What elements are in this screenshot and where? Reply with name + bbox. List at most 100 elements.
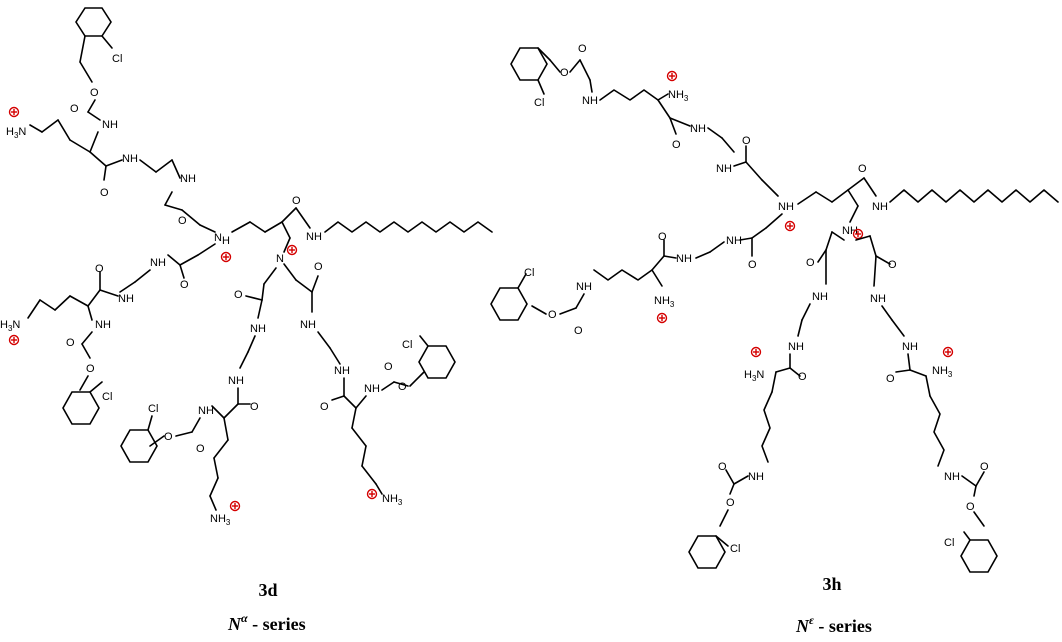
oxygen-atom: O [806, 257, 815, 269]
chlorine-atom: Cl [148, 403, 158, 415]
amine-nh: NH [198, 405, 214, 417]
ammonium-group: NH3 [654, 295, 675, 309]
amine-nh: NH [95, 319, 111, 331]
ammonium-group: NH3 [382, 493, 403, 507]
amide-nh: NH [788, 341, 804, 353]
amide-nh: NH [902, 341, 918, 353]
amide-nh: NH [870, 293, 886, 305]
chlorine-atom: Cl [402, 339, 412, 351]
ammonium-group: H3N [0, 319, 20, 333]
oxygen-atom: O [234, 289, 243, 301]
oxygen-atom: O [196, 443, 205, 455]
ammonium-group: NH3 [668, 89, 689, 103]
secondary-nitrogen: N [276, 253, 284, 265]
ammonium-group: NH3 [210, 513, 231, 527]
oxygen-atom: O [560, 67, 569, 79]
oxygen-atom: O [180, 279, 189, 291]
amide-nh: NH [150, 257, 166, 269]
positive-charge-icon [220, 251, 232, 263]
central-nitrogen: N [214, 232, 222, 244]
oxygen-atom: O [748, 259, 757, 271]
amide-nh: NH [250, 323, 266, 335]
ammonium-group: NH3 [932, 365, 953, 379]
amine-nh: NH [582, 95, 598, 107]
positive-charge-icon [8, 334, 20, 346]
central-nitrogen-h: H [222, 235, 230, 247]
oxygen-atom: O [320, 401, 329, 413]
oxygen-atom: O [90, 87, 99, 99]
chlorine-atom: Cl [944, 537, 954, 549]
dodecyl-chain [324, 221, 493, 233]
oxygen-atom: O [100, 187, 109, 199]
amide-nh: NH [334, 365, 350, 377]
positive-charge-icon [666, 70, 678, 82]
amide-nh: NH [306, 231, 322, 243]
oxygen-atom: O [980, 461, 989, 473]
amine-nh: NH [748, 471, 764, 483]
amide-nh: NH [180, 173, 196, 185]
chlorine-atom: Cl [102, 391, 112, 403]
oxygen-atom: O [384, 361, 393, 373]
amide-nh: NH [690, 123, 706, 135]
benzene-ring [418, 345, 456, 379]
amide-nh: NH [676, 253, 692, 265]
oxygen-atom: O [548, 309, 557, 321]
positive-charge-icon [229, 500, 241, 512]
benzene-ring [75, 7, 112, 37]
amide-nh: NH [122, 153, 138, 165]
oxygen-atom: O [672, 139, 681, 151]
amine-nh: NH [102, 119, 118, 131]
oxygen-atom: O [95, 263, 104, 275]
oxygen-atom: O [70, 103, 79, 115]
positive-charge-icon [852, 228, 864, 240]
amide-nh: NH [118, 293, 134, 305]
amide-nh: NH [872, 201, 888, 213]
amide-nh: NH [726, 235, 742, 247]
oxygen-atom: O [886, 373, 895, 385]
series-label-3h: Nε - series [795, 613, 872, 636]
amide-nh: NH [228, 375, 244, 387]
benzene-ring [120, 429, 158, 463]
positive-charge-icon [784, 220, 796, 232]
positive-charge-icon [286, 244, 298, 256]
oxygen-atom: O [86, 363, 95, 375]
chlorine-atom: Cl [534, 97, 544, 109]
amine-nh: NH [364, 383, 380, 395]
oxygen-atom: O [250, 401, 259, 413]
oxygen-atom: O [798, 371, 807, 383]
amine-nh: NH [944, 471, 960, 483]
compound-id-3h: 3h [822, 574, 841, 594]
amine-nh: NH [576, 281, 592, 293]
positive-charge-icon [656, 312, 668, 324]
chlorine-atom: Cl [112, 53, 122, 65]
oxygen-atom: O [398, 381, 407, 393]
amide-nh: NH [812, 291, 828, 303]
oxygen-atom: O [292, 195, 301, 207]
amide-nh: NH [716, 163, 732, 175]
oxygen-atom: O [888, 259, 897, 271]
benzene-ring [688, 535, 726, 569]
oxygen-atom: O [658, 231, 667, 243]
structure-3d: Cl O O NH H3N O NH NH O N H [0, 7, 493, 634]
amide-nh: NH [300, 319, 316, 331]
positive-charge-icon [8, 106, 20, 118]
oxygen-atom: O [574, 325, 583, 337]
oxygen-atom: O [314, 261, 323, 273]
benzene-ring [490, 287, 528, 321]
central-nitrogen-left: NH [778, 201, 794, 213]
oxygen-atom: O [726, 497, 735, 509]
oxygen-atom: O [578, 43, 587, 55]
series-label-3d: Nα - series [227, 611, 306, 634]
positive-charge-icon [366, 488, 378, 500]
oxygen-atom: O [178, 215, 187, 227]
benzene-ring [62, 391, 100, 425]
oxygen-atom: O [858, 163, 867, 175]
compound-id-3d: 3d [258, 580, 277, 600]
oxygen-atom: O [164, 431, 173, 443]
dodecyl-chain [889, 189, 1059, 203]
oxygen-atom: O [66, 337, 75, 349]
structure-3h: Cl O O NH NH3 O NH NH O NH O [490, 43, 1059, 636]
chlorine-atom: Cl [730, 543, 740, 555]
